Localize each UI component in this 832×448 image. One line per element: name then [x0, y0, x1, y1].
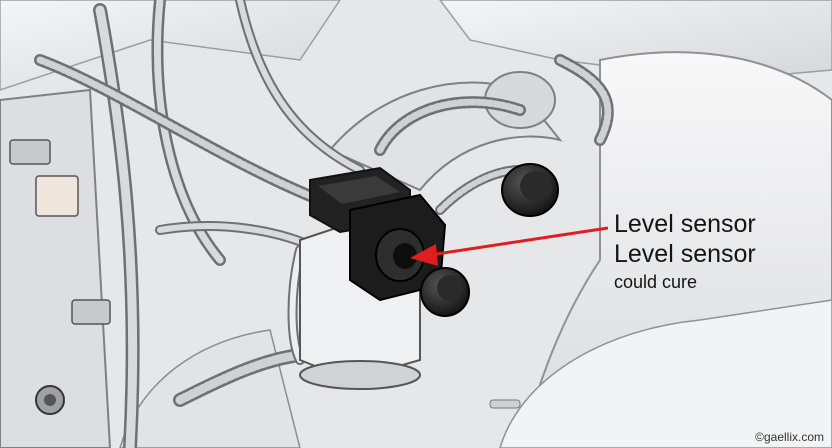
panel-bolt-center	[44, 394, 56, 406]
cap-knob-upper	[501, 163, 559, 217]
hose-bundle	[34, 0, 614, 448]
callout-label-level-sensor: Level sensor	[614, 210, 756, 238]
panel-label-plate	[35, 175, 79, 217]
hood-panel-top-left	[0, 0, 341, 91]
housing-slot	[489, 399, 521, 409]
cap-knob-lower	[420, 267, 470, 317]
panel-switch-2	[71, 299, 111, 325]
panel-switch-1	[9, 139, 51, 165]
watermark-text: ©gaellix.com	[755, 430, 824, 444]
callout-label-level-sensor-repeat: Level sensor	[614, 240, 756, 268]
sensor-connector-top	[318, 176, 400, 204]
callout-arrow-icon	[410, 226, 609, 266]
callout-label-could-cure: could cure	[614, 272, 698, 292]
lower-right-cover	[499, 299, 832, 448]
left-side-panel	[0, 88, 112, 448]
sensor-base	[299, 360, 421, 390]
